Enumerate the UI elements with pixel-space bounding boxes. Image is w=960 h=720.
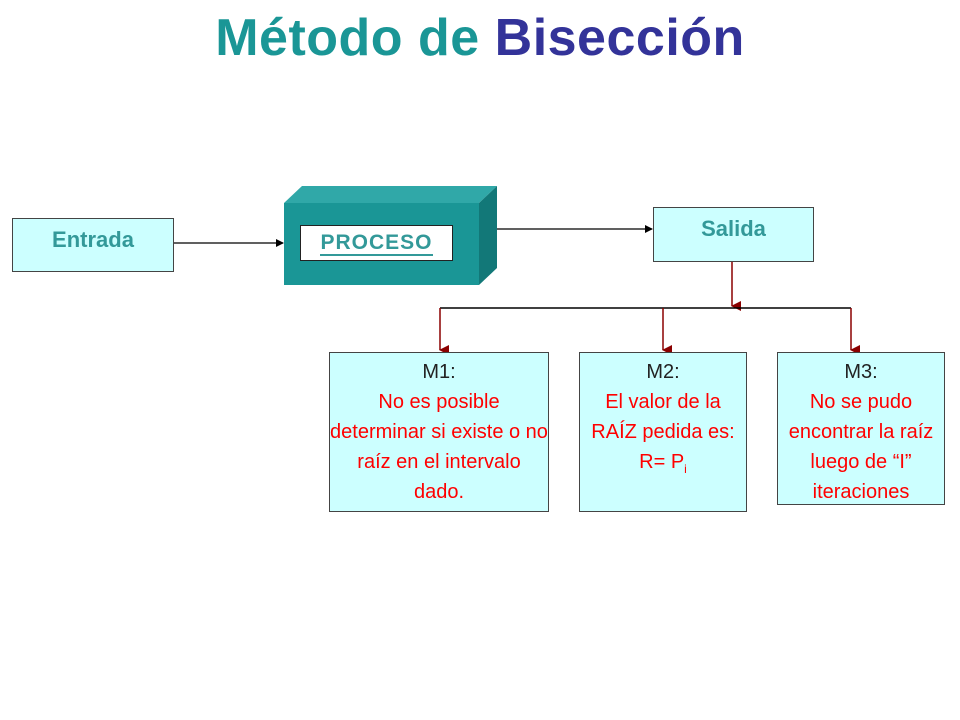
formula-prefix: R= P: [639, 451, 685, 473]
message-m1-box: M1: No es posible determinar si existe o…: [329, 352, 549, 512]
entrada-label: Entrada: [52, 227, 134, 252]
proceso-label-box: PROCESO: [300, 225, 453, 261]
process-block-top: [284, 186, 497, 203]
formula-subscript: i: [684, 462, 687, 476]
message-m3-box: M3: No se pudo encontrar la raíz luego d…: [777, 352, 945, 505]
page-title: Método de Bisección: [0, 6, 960, 70]
message-m3-head: M3:: [844, 361, 878, 383]
title-part-biseccion: Bisección: [494, 9, 745, 67]
process-block-side: [479, 186, 497, 285]
proceso-label: PROCESO: [320, 231, 433, 256]
message-m3-body: No se pudo encontrar la raíz luego de “I…: [788, 391, 934, 503]
salida-box: Salida: [653, 207, 814, 262]
message-m2-head: M2:: [646, 361, 680, 383]
message-m2-body: El valor de la RAÍZ pedida es:: [591, 391, 735, 443]
message-m2-formula: R= Pi: [580, 447, 746, 484]
salida-label: Salida: [701, 216, 766, 241]
entrada-box: Entrada: [12, 218, 174, 272]
title-part-metodo: Método de: [215, 9, 480, 67]
message-m2-box: M2: El valor de la RAÍZ pedida es: R= Pi: [579, 352, 747, 512]
message-m1-head: M1:: [422, 361, 456, 383]
message-m1-body: No es posible determinar si existe o no …: [330, 391, 548, 503]
